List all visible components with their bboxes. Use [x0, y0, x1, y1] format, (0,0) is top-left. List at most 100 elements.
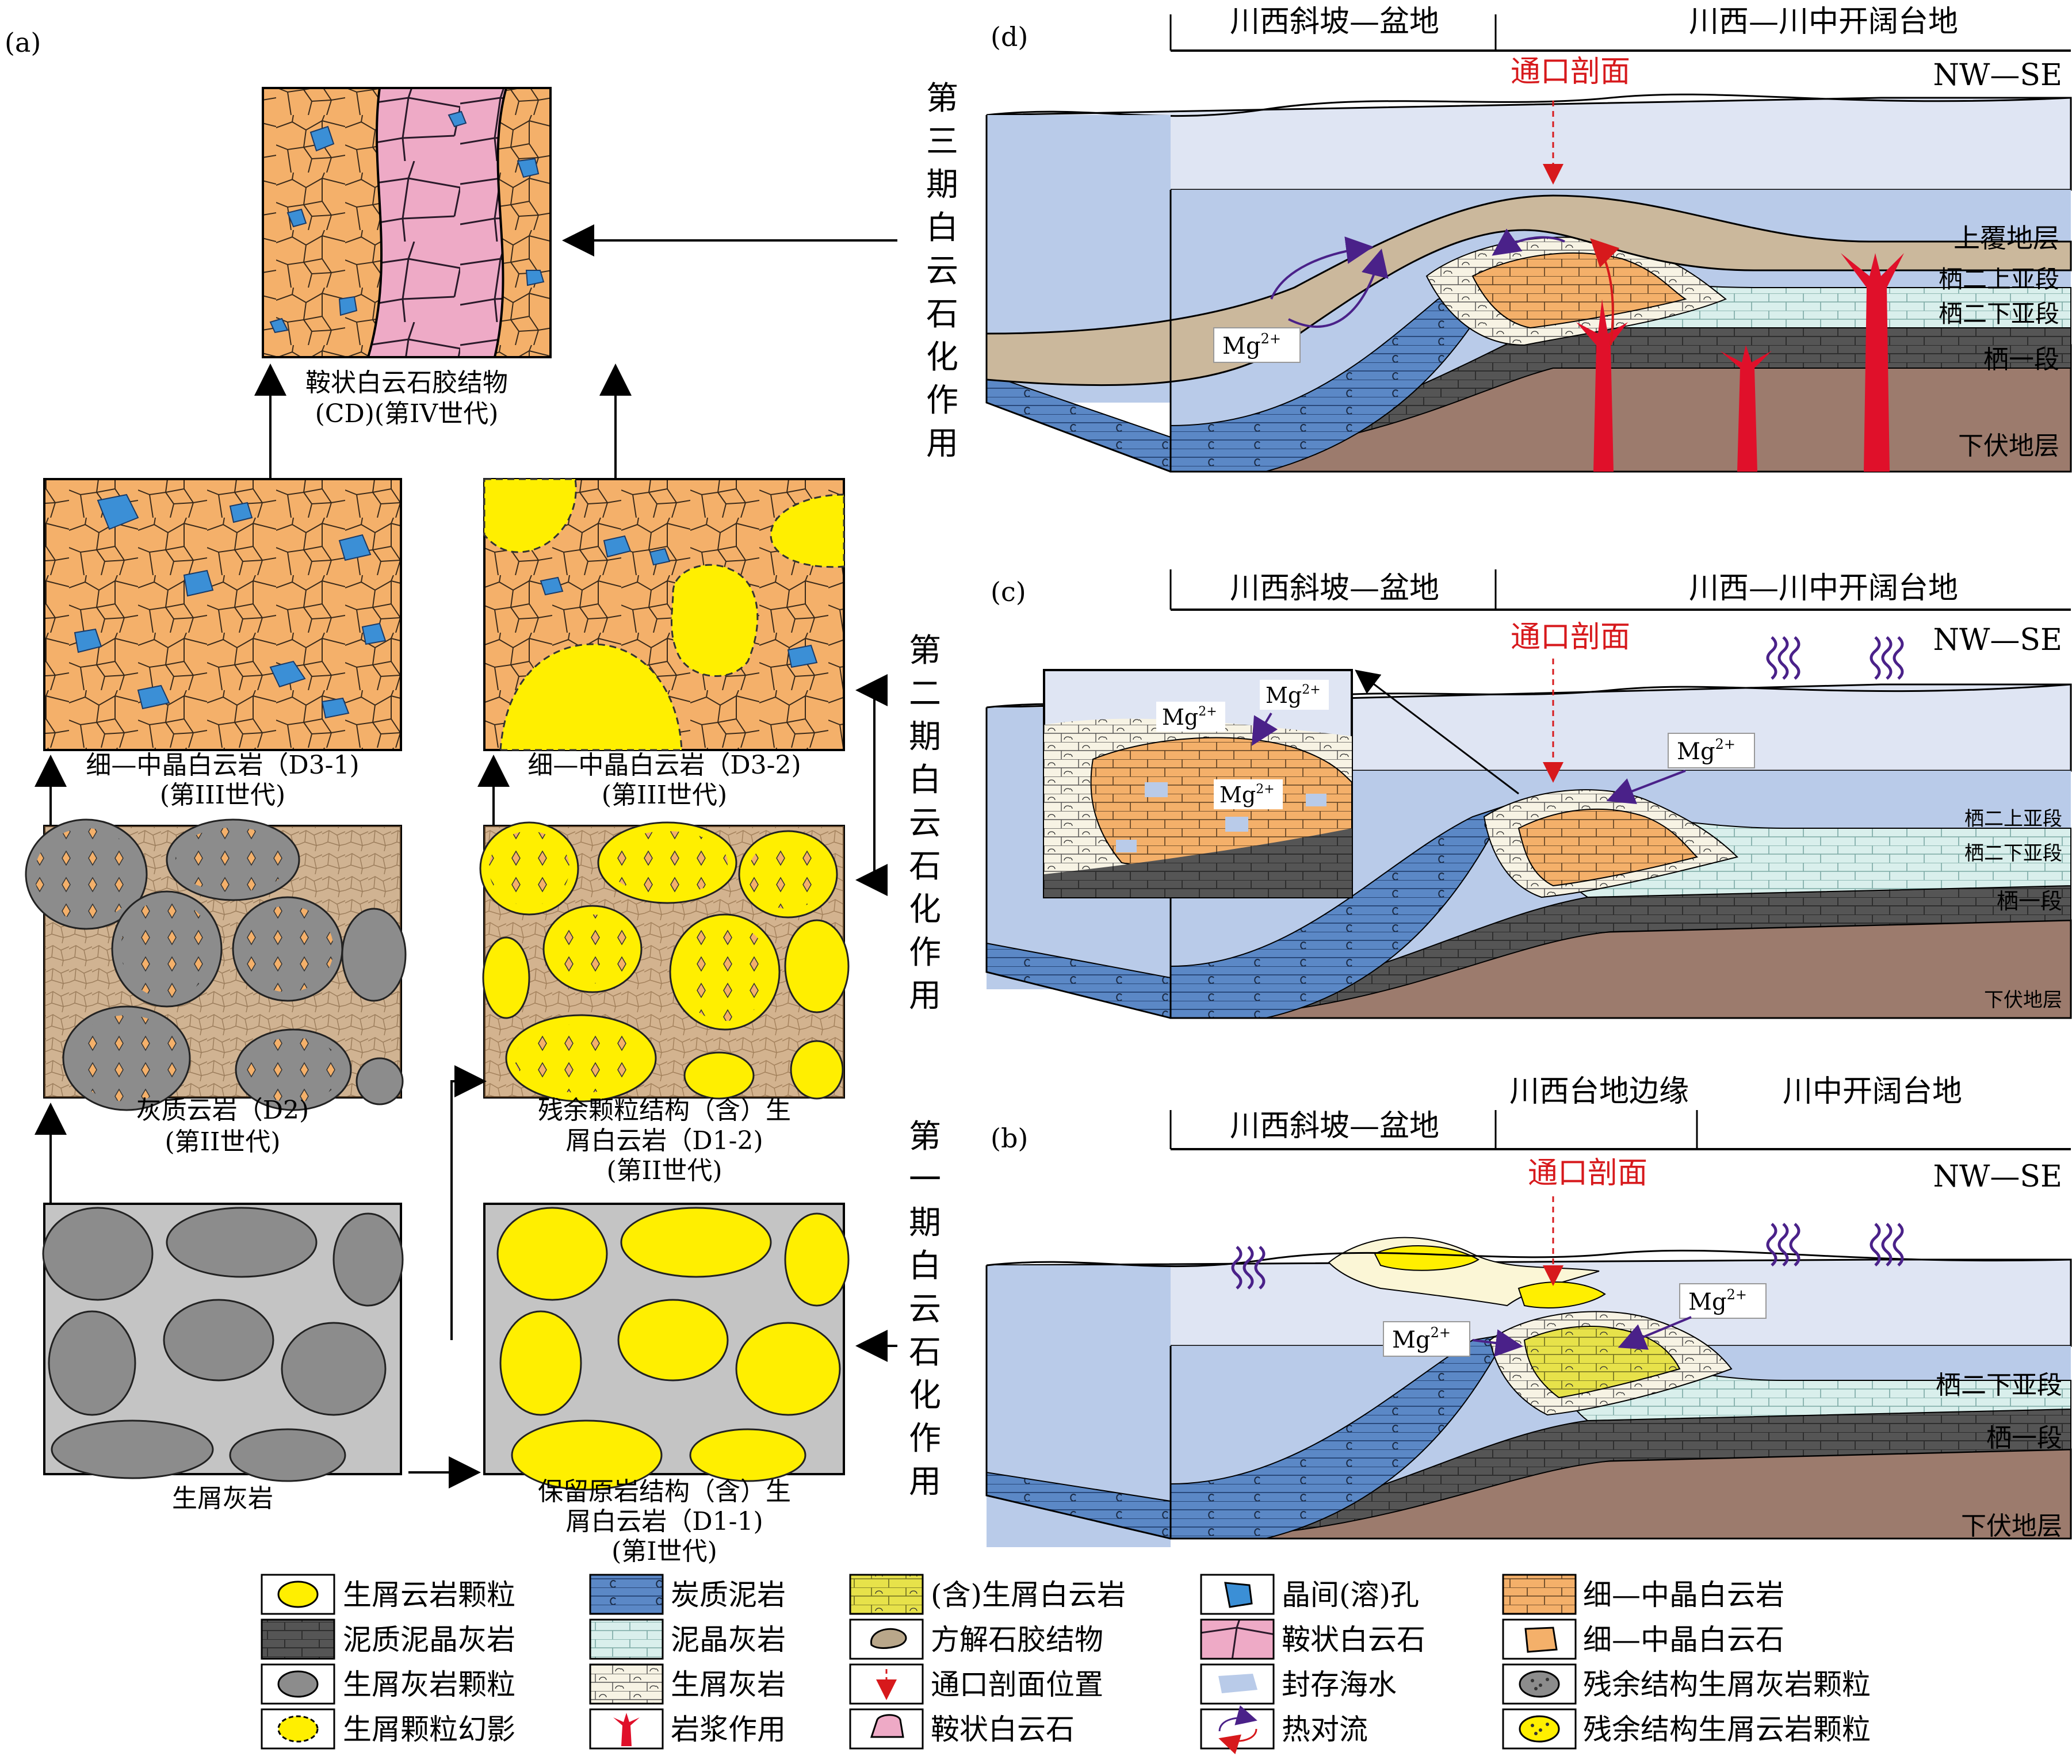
- thin-section-d3-2: [483, 478, 845, 751]
- legend-label: 通口剖面位置: [931, 1668, 1103, 1701]
- svg-text:第: 第: [909, 632, 941, 669]
- legend: 生屑云岩颗粒 炭质泥岩 (含)生屑白云岩 晶间(溶)孔 细—中晶白云岩 泥质泥晶…: [261, 1574, 1871, 1755]
- thin-section-d2: [25, 818, 407, 1111]
- caption-d12-line2: 屑白云岩（D1-2): [565, 1126, 763, 1155]
- caption-d32-line2: (第III世代): [602, 780, 727, 810]
- legend-label: 鞍状白云石: [931, 1713, 1075, 1746]
- yellow-grain-icon: [277, 1581, 319, 1608]
- pore-icon: [1224, 1582, 1253, 1608]
- svg-text:栖二上亚段: 栖二上亚段: [1939, 265, 2059, 293]
- inset-c: Mg2+ Mg2+ Mg2+: [1043, 669, 1353, 898]
- svg-text:石: 石: [926, 296, 958, 333]
- svg-text:三: 三: [926, 123, 958, 160]
- panel-a-arrows: [35, 224, 897, 1489]
- mg-ion-b2: Mg2+: [1688, 1287, 1747, 1315]
- panel-label-c: (c): [991, 576, 1026, 607]
- magma-icon: [613, 1713, 640, 1746]
- caption-cd-line2: (CD)(第IV世代): [315, 399, 499, 428]
- svg-text:化: 化: [909, 1377, 941, 1414]
- calcite-cement-icon: [870, 1628, 907, 1649]
- gray-grain-icon: [277, 1670, 319, 1698]
- mg-ion-d: Mg2+: [1222, 331, 1281, 359]
- svg-text:一: 一: [909, 1161, 941, 1199]
- legend-label: 残余结构生屑云岩颗粒: [1583, 1713, 1871, 1746]
- legend-label: 生屑灰岩: [671, 1668, 786, 1701]
- direction-b: NW—SE: [1933, 1160, 2062, 1194]
- caption-d12-line1: 残余颗粒结构（含）生: [538, 1096, 791, 1125]
- svg-text:期: 期: [909, 1204, 941, 1242]
- caption-d31-line1: 细—中晶白云岩（D3-1): [86, 751, 359, 780]
- svg-text:第: 第: [926, 80, 958, 117]
- svg-text:用: 用: [909, 1463, 941, 1501]
- direction-c: NW—SE: [1933, 623, 2062, 657]
- region-left-b: 川西斜坡—盆地: [1230, 1109, 1439, 1143]
- svg-text:栖一段: 栖一段: [1986, 1424, 2062, 1453]
- svg-text:栖二下亚段: 栖二下亚段: [1936, 1371, 2062, 1400]
- caption-d12-line3: (第II世代): [606, 1156, 722, 1185]
- legend-label: 封存海水: [1282, 1668, 1397, 1701]
- section-label-d: 通口剖面: [1511, 55, 1630, 89]
- svg-text:上覆地层: 上覆地层: [1954, 223, 2059, 254]
- thermal-convection-icon: [1218, 1705, 1257, 1755]
- thin-section-cd: [262, 87, 552, 358]
- legend-label: 鞍状白云石: [1282, 1623, 1425, 1656]
- svg-text:二: 二: [909, 675, 941, 713]
- svg-text:作: 作: [909, 934, 941, 971]
- svg-text:下伏地层: 下伏地层: [1961, 1512, 2062, 1541]
- svg-text:化: 化: [926, 339, 958, 376]
- stage-third: 第 三 期 白 云 石 化 作 用: [926, 80, 958, 462]
- legend-label: 生屑云岩颗粒: [343, 1578, 515, 1612]
- thermal-waves-c: [1766, 636, 1904, 680]
- legend-label: 生屑灰岩颗粒: [343, 1668, 515, 1701]
- direction-d: NW—SE: [1933, 58, 2062, 93]
- panel-b: (b) 川西台地边缘 川中开阔台地 川西斜坡—盆地 通口剖面 NW—SE: [985, 1074, 2072, 1547]
- caption-d2-line2: (第II世代): [165, 1127, 280, 1157]
- caption-d32-line1: 细—中晶白云岩（D3-2): [527, 751, 801, 780]
- svg-text:用: 用: [909, 977, 941, 1015]
- panel-c: (c) 川西斜坡—盆地 川西—川中开阔台地 通口剖面 NW—SE Mg2+: [985, 569, 2072, 1019]
- thin-section-d1-1: [483, 1203, 850, 1491]
- mg-ion-b1: Mg2+: [1392, 1325, 1451, 1353]
- svg-text:栖二上亚段: 栖二上亚段: [1964, 808, 2062, 831]
- section-label-b: 通口剖面: [1528, 1156, 1647, 1191]
- region-right-c: 川西—川中开阔台地: [1689, 571, 1958, 606]
- region-right-d: 川西—川中开阔台地: [1689, 5, 1958, 39]
- legend-label: 炭质泥岩: [671, 1578, 786, 1612]
- legend-label: 泥晶灰岩: [671, 1623, 786, 1656]
- legend-label: 细—中晶白云岩: [1583, 1578, 1784, 1612]
- thin-section-d1-2: [479, 821, 850, 1103]
- region-mid-b: 川西台地边缘: [1509, 1074, 1689, 1109]
- legend-label: 方解石胶结物: [931, 1623, 1103, 1656]
- svg-text:石: 石: [909, 1334, 941, 1371]
- caption-d11-line1: 保留原岩结构（含）生: [538, 1477, 791, 1506]
- legend-label: 岩浆作用: [671, 1713, 786, 1746]
- svg-text:化: 化: [909, 891, 941, 928]
- panel-d: (d) 川西斜坡—盆地 川西—川中开阔台地 通口剖面 NW—SE: [985, 5, 2072, 473]
- region-right-b: 川中开阔台地: [1783, 1074, 1962, 1109]
- caption-cd-line1: 鞍状白云石胶结物: [305, 368, 508, 397]
- svg-text:石: 石: [909, 848, 941, 885]
- saddle-dolomite-icon: [870, 1714, 904, 1738]
- svg-text:栖一段: 栖一段: [1997, 889, 2062, 914]
- section-label-c: 通口剖面: [1511, 620, 1630, 655]
- region-left-c: 川西斜坡—盆地: [1230, 571, 1439, 606]
- stage-first: 第 一 期 白 云 石 化 作 用: [909, 1118, 941, 1501]
- svg-text:作: 作: [909, 1420, 941, 1457]
- svg-text:期: 期: [909, 718, 941, 756]
- caption-d11-line3: (第I世代): [611, 1537, 717, 1566]
- legend-label: (含)生屑白云岩: [931, 1578, 1126, 1612]
- mg-ion-inset-1: Mg2+: [1162, 705, 1217, 730]
- legend-label: 热对流: [1282, 1713, 1368, 1746]
- svg-text:白: 白: [909, 1248, 941, 1285]
- svg-text:期: 期: [926, 166, 958, 204]
- thin-section-d3-1: [43, 478, 402, 751]
- legend-label: 细—中晶白云石: [1583, 1623, 1784, 1656]
- legend-label: 泥质泥晶灰岩: [343, 1623, 515, 1656]
- svg-text:第: 第: [909, 1118, 941, 1155]
- legend-label: 生屑颗粒幻影: [343, 1713, 515, 1746]
- panel-label-b: (b): [991, 1123, 1028, 1154]
- caption-d31-line2: (第III世代): [160, 780, 285, 810]
- thin-section-limestone: [42, 1203, 404, 1482]
- thermal-waves-b: [1231, 1223, 1904, 1289]
